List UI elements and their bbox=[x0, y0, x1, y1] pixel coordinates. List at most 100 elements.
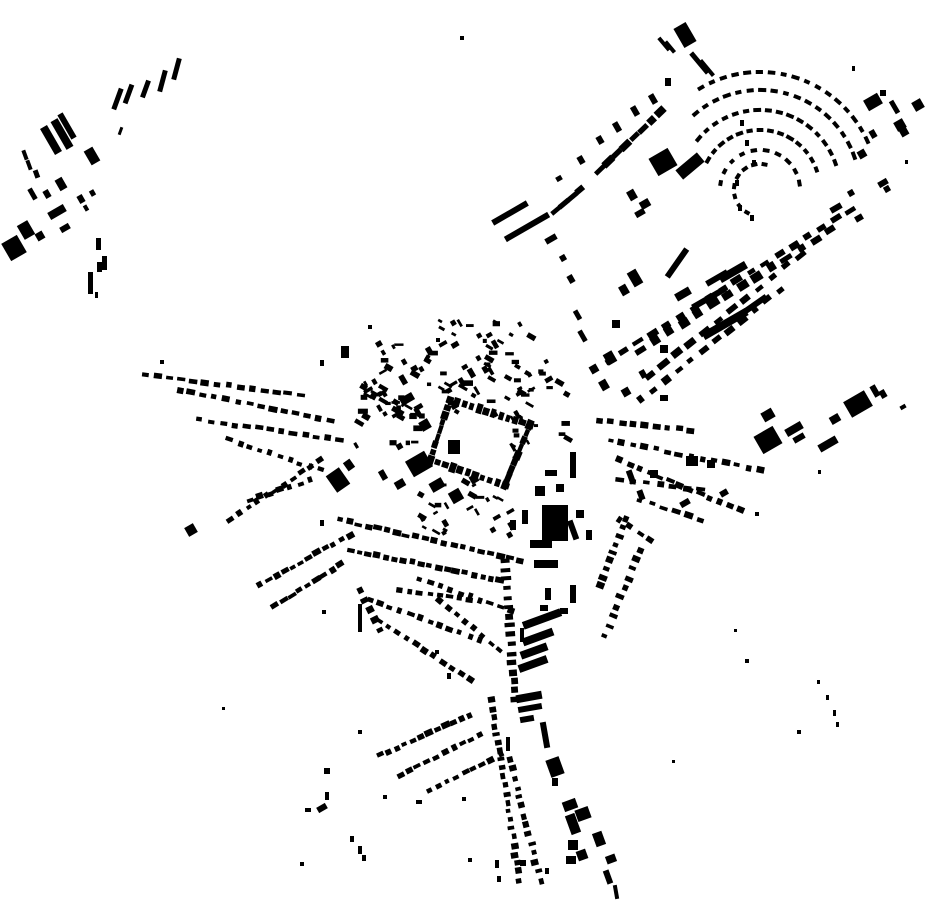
building-footprint bbox=[374, 340, 383, 348]
building-footprint bbox=[235, 399, 242, 406]
building-footprint bbox=[468, 546, 476, 553]
building-footprint bbox=[430, 440, 439, 450]
building-footprint bbox=[622, 515, 630, 524]
building-footprint bbox=[409, 369, 421, 380]
building-footprint bbox=[460, 477, 471, 487]
building-footprint bbox=[649, 334, 662, 347]
building-footprint bbox=[505, 352, 514, 356]
building-footprint bbox=[490, 339, 500, 350]
building-footprint bbox=[782, 90, 790, 97]
building-footprint bbox=[398, 392, 416, 406]
building-footprint bbox=[626, 268, 644, 288]
building-footprint bbox=[868, 129, 878, 139]
building-footprint bbox=[517, 655, 549, 673]
building-footprint bbox=[788, 239, 801, 252]
building-footprint bbox=[511, 677, 519, 685]
building-footprint bbox=[465, 324, 474, 328]
building-footprint bbox=[450, 743, 459, 752]
building-footprint bbox=[507, 641, 516, 647]
building-footprint bbox=[776, 130, 785, 137]
building-footprint bbox=[756, 465, 765, 474]
building-footprint bbox=[272, 389, 282, 396]
building-footprint bbox=[743, 209, 751, 216]
building-footprint bbox=[160, 360, 164, 364]
building-footprint bbox=[447, 461, 458, 474]
building-footprint bbox=[419, 515, 425, 523]
building-footprint bbox=[738, 205, 742, 211]
building-footprint bbox=[762, 147, 770, 153]
building-footprint bbox=[746, 88, 754, 93]
building-footprint bbox=[444, 603, 453, 613]
building-footprint bbox=[300, 862, 304, 866]
building-footprint bbox=[477, 548, 486, 555]
building-footprint bbox=[483, 354, 495, 364]
building-footprint bbox=[40, 125, 62, 155]
building-footprint bbox=[478, 474, 486, 482]
building-footprint bbox=[701, 102, 710, 110]
building-footprint bbox=[821, 138, 829, 148]
building-footprint bbox=[517, 443, 525, 453]
building-footprint bbox=[424, 345, 434, 356]
building-footprint bbox=[612, 320, 620, 328]
building-footprint bbox=[833, 710, 836, 716]
building-footprint bbox=[117, 126, 124, 136]
building-footprint bbox=[816, 223, 827, 233]
building-footprint bbox=[517, 321, 523, 328]
building-footprint bbox=[707, 460, 715, 468]
building-footprint bbox=[784, 157, 792, 166]
building-footprint bbox=[376, 404, 383, 413]
building-footprint bbox=[393, 744, 401, 753]
building-footprint bbox=[345, 517, 354, 525]
building-footprint bbox=[326, 417, 335, 424]
building-footprint bbox=[453, 408, 460, 415]
building-footprint bbox=[608, 612, 619, 620]
building-footprint bbox=[586, 530, 592, 540]
building-footprint bbox=[210, 393, 217, 400]
building-footprint bbox=[406, 610, 416, 618]
building-footprint bbox=[608, 438, 614, 443]
building-footprint bbox=[766, 128, 775, 134]
building-footprint bbox=[556, 484, 564, 492]
building-footprint bbox=[480, 574, 487, 581]
building-footprint bbox=[497, 756, 505, 762]
building-footprint bbox=[294, 586, 303, 594]
building-footprint bbox=[898, 126, 910, 138]
building-footprint bbox=[221, 395, 231, 403]
building-footprint bbox=[395, 606, 403, 615]
building-footprint bbox=[441, 460, 450, 469]
building-footprint bbox=[27, 187, 38, 201]
building-footprint bbox=[842, 106, 851, 114]
building-footprint bbox=[756, 128, 764, 132]
building-footprint bbox=[195, 416, 203, 422]
building-footprint bbox=[626, 188, 638, 202]
building-footprint bbox=[436, 338, 440, 342]
building-footprint bbox=[636, 489, 646, 501]
building-footprint bbox=[796, 179, 802, 187]
building-footprint bbox=[505, 613, 514, 621]
building-footprint bbox=[629, 420, 637, 428]
building-footprint bbox=[305, 808, 311, 812]
building-footprint bbox=[353, 441, 360, 449]
building-footprint bbox=[485, 496, 491, 503]
building-footprint bbox=[492, 410, 499, 418]
building-footprint bbox=[102, 256, 107, 270]
building-footprint bbox=[863, 135, 871, 145]
building-footprint bbox=[433, 725, 442, 733]
building-footprint bbox=[675, 311, 687, 322]
building-footprint bbox=[396, 405, 401, 410]
building-footprint bbox=[659, 505, 669, 512]
building-footprint bbox=[426, 382, 432, 387]
building-footprint bbox=[492, 513, 502, 521]
building-footprint bbox=[473, 508, 480, 516]
building-footprint bbox=[394, 343, 404, 346]
building-footprint bbox=[570, 452, 576, 478]
building-footprint bbox=[555, 174, 563, 183]
building-footprint bbox=[628, 564, 637, 572]
building-footprint bbox=[425, 787, 433, 794]
building-footprint bbox=[476, 597, 483, 605]
building-footprint bbox=[491, 713, 498, 721]
building-footprint bbox=[794, 140, 803, 148]
building-footprint bbox=[576, 155, 586, 165]
building-footprint bbox=[441, 389, 449, 394]
